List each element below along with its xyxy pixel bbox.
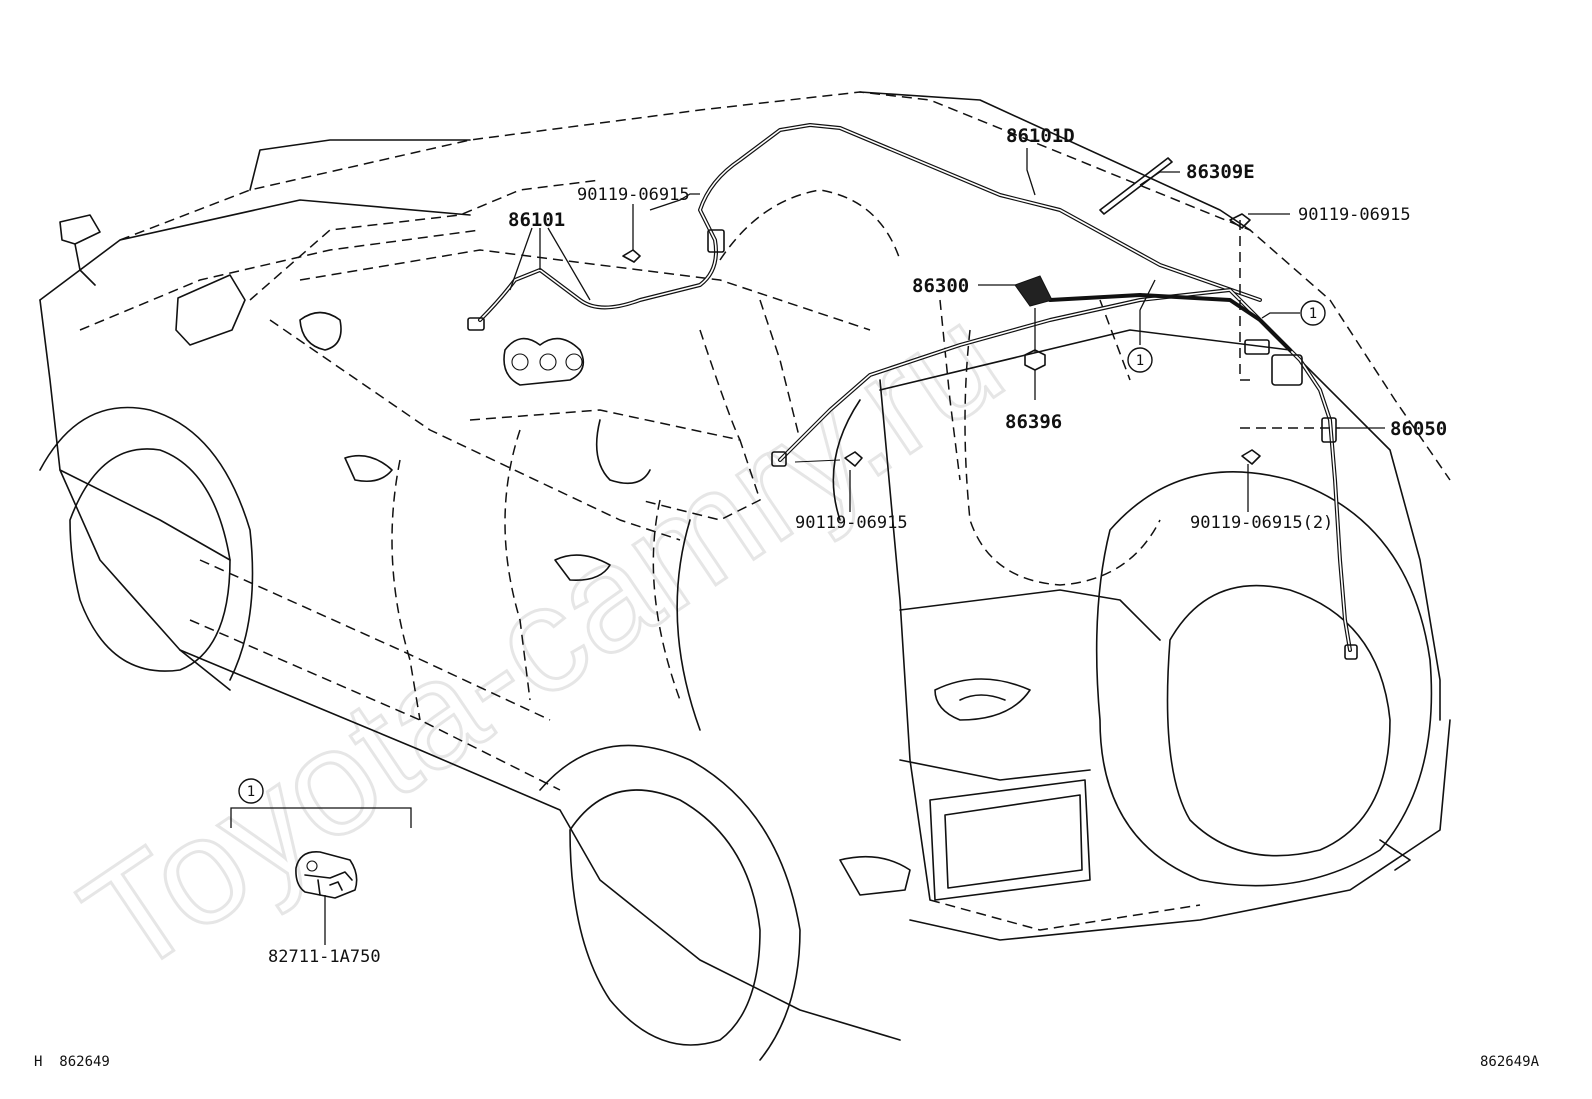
part-label-90119-top-right: 90119-06915 — [1298, 205, 1411, 225]
circle-callout-1-center: 1 — [1127, 347, 1153, 373]
vehicle-outline — [39, 91, 1451, 1061]
part-label-86396: 86396 — [1005, 411, 1062, 433]
part-label-90119-right-2: 90119-06915(2) — [1190, 513, 1333, 533]
part-label-90119-mid: 90119-06915 — [795, 513, 908, 533]
svg-text:1: 1 — [1309, 306, 1317, 322]
circle-callout-1-upper-right: 1 — [1300, 300, 1326, 326]
part-label-86101: 86101 — [508, 209, 565, 231]
part-label-90119-top-center: 90119-06915 — [577, 185, 690, 205]
antenna-cord-wiring — [467, 123, 1358, 660]
part-label-86101D: 86101D — [1006, 125, 1075, 147]
part-label-86050: 86050 — [1390, 418, 1447, 440]
diagram-id-right: 862649A — [1480, 1054, 1540, 1070]
diagram-id-left: H 862649 — [34, 1054, 110, 1070]
part-label-82711-1A750: 82711-1A750 — [268, 947, 381, 967]
svg-text:1: 1 — [247, 784, 255, 800]
svg-text:1: 1 — [1136, 353, 1144, 369]
leader-lines — [230, 148, 1385, 945]
circle-callout-1-inset: 1 — [238, 778, 264, 804]
part-label-86300: 86300 — [912, 275, 969, 297]
connector-inset-part — [295, 851, 358, 899]
part-label-86309E: 86309E — [1186, 161, 1255, 183]
